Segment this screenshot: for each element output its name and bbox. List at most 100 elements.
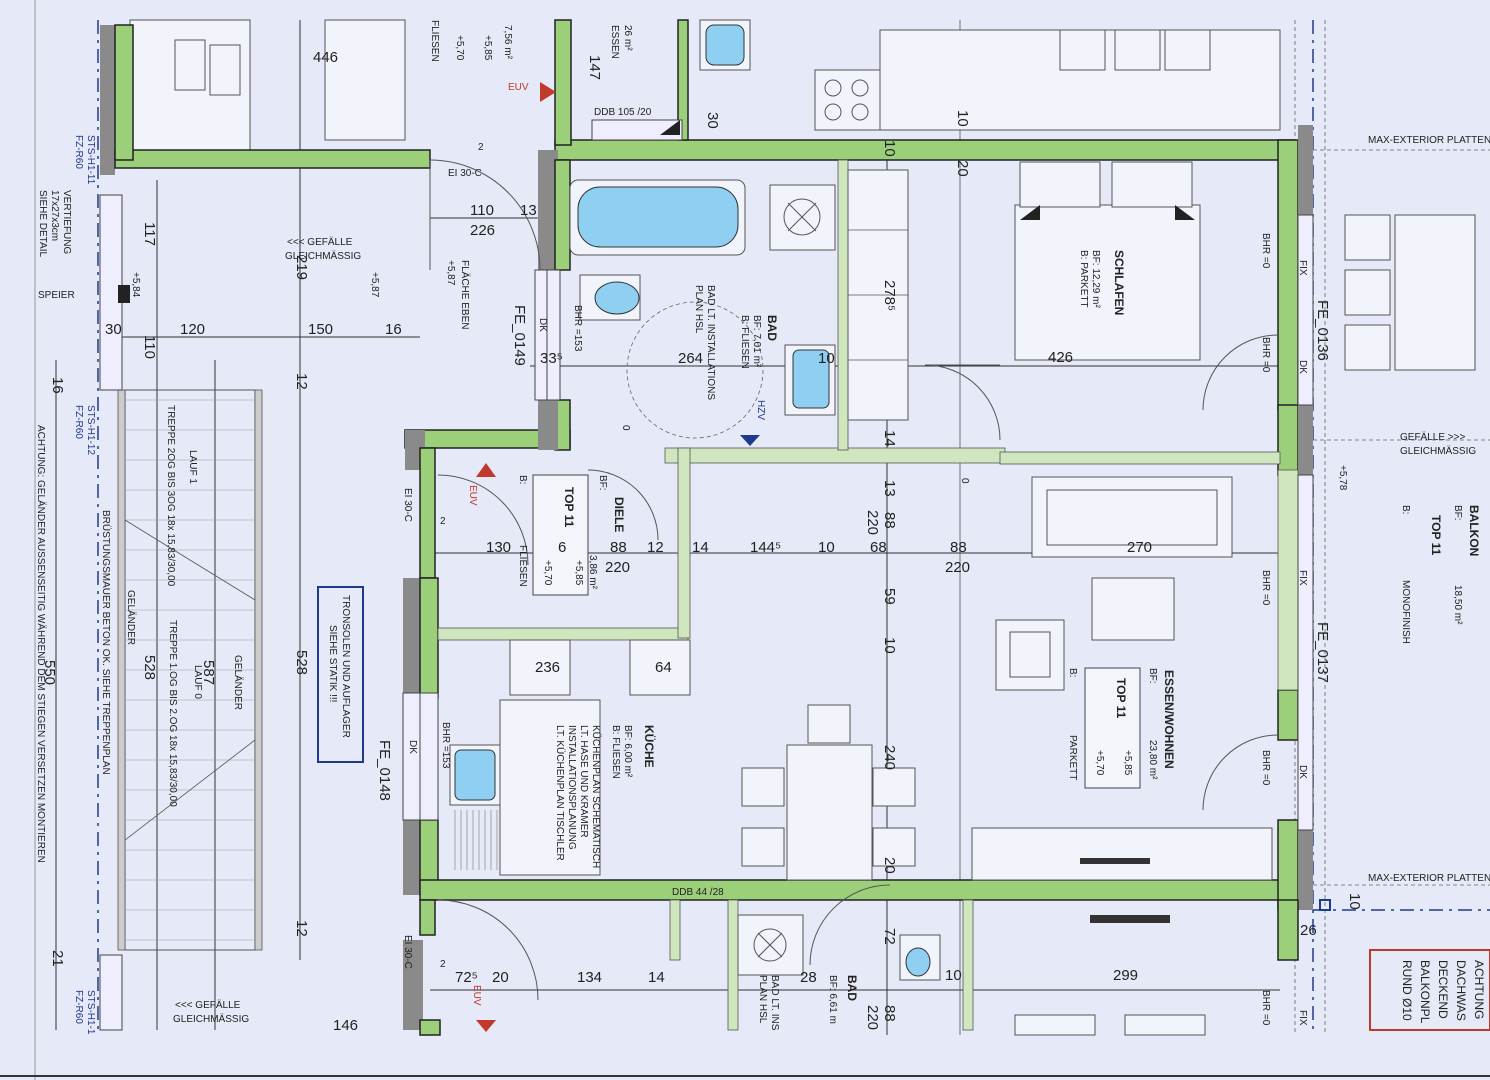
bhr-label: BHR =0	[1260, 233, 1271, 269]
lauf-label: LAUF 0	[192, 665, 203, 699]
staircase	[117, 389, 263, 951]
room-label-balkon: BALKON 18,50 m² BF: TOP 11 MONOFINISH B:	[1400, 505, 1481, 644]
lauf-label: LAUF 1	[187, 450, 198, 484]
dim-text: 2	[440, 516, 446, 527]
dim-text: 59	[881, 588, 898, 605]
room-name: SCHLAFEN	[1112, 250, 1126, 315]
vertiefung-label: 17x27x3cm	[49, 190, 60, 241]
dim-text: 240	[881, 745, 898, 770]
room-note: LT. KÜCHENPLAN TISCHLER	[554, 725, 566, 861]
vertiefung-label: VERTIEFUNG	[61, 190, 72, 254]
ei30-label: EI 30-C	[402, 488, 413, 522]
dim-text: 117	[141, 222, 158, 246]
bed	[1014, 161, 1201, 361]
area: 3,86 m²	[587, 555, 598, 590]
dim-text: 147	[586, 55, 603, 80]
room-label-bad2: BAD BF: 6,61 m BAD LT. INS PLAN HSL	[757, 975, 859, 1031]
dim-text: 220	[864, 1005, 881, 1030]
achtung-box-text: DECKEND	[1436, 960, 1450, 1019]
dim-text: 0	[620, 425, 631, 431]
max-exterior-label: MAX-EXTERIOR PLATTEN 8m	[1368, 873, 1490, 884]
dim-text: 30	[704, 112, 721, 129]
level-label: +5,85	[482, 35, 493, 61]
dim-text: 88	[950, 539, 967, 556]
dim-text: 16	[49, 377, 66, 394]
top-label: TOP 11	[1114, 678, 1128, 719]
room-label-bad: BAD BF: 7,01 m² B: FLIESEN BAD LT. INSTA…	[693, 285, 779, 400]
dk-label: DK	[1297, 360, 1308, 374]
dim-text: 134	[577, 969, 602, 986]
dim-text: 10	[881, 140, 898, 157]
dim-text: 10	[881, 637, 898, 654]
floor: PARKETT	[1067, 735, 1078, 780]
dim-text: 120	[180, 321, 205, 338]
dim-text: 299	[1113, 967, 1138, 984]
gefaelle-label: GLEICHMÄSSIG	[173, 1013, 249, 1025]
euv-label: EUV	[467, 485, 478, 506]
gefaelle-label: <<< GEFÄLLE	[287, 236, 353, 248]
bhr-label: BHR =0	[1260, 990, 1271, 1026]
flaeche-level: +5,87	[445, 260, 456, 286]
bruestung-label: BRÜSTUNGSMAUER BETON OK. SIEHE TREPPENPL…	[100, 510, 112, 775]
dim-text: 30	[105, 321, 122, 338]
room-floor: B: FLIESEN	[739, 315, 750, 369]
ddb-label: DDB 105 /20	[594, 107, 652, 118]
ddb-label: DDB 44 /28	[672, 887, 724, 898]
dim-text: 110	[141, 335, 158, 359]
dim-text: 278⁵	[881, 280, 898, 311]
hzv-label: HZV	[755, 400, 766, 420]
gefaelle-label: <<< GEFÄLLE	[175, 999, 241, 1011]
room-label-essen: ESSEN/WOHNEN 23,80 m² BF: TOP 11 +5,85 +…	[1067, 667, 1176, 789]
sts-label: STS-H1-11	[85, 135, 96, 185]
dim-text: 64	[655, 659, 672, 676]
dim-text: 220	[605, 559, 630, 576]
dim-text: 26	[1300, 922, 1317, 939]
bf-label: BF:	[597, 475, 608, 491]
floor: MONOFINISH	[1400, 580, 1411, 644]
dim-text: 110	[470, 202, 494, 219]
sts-label: FZ-R60	[73, 135, 84, 169]
dim-text: 33⁵	[540, 350, 563, 367]
dim-text: 219	[293, 255, 310, 280]
room-name-top: ESSEN	[609, 25, 620, 59]
achtung-box-text: DACHWAS	[1454, 960, 1468, 1021]
dk-label: DK	[407, 740, 418, 754]
treppe-label: TREPPE 2OG BIS 3OG 18x 15,83/30,00	[165, 405, 176, 587]
room-name: BAD	[765, 315, 779, 341]
level-label: +5,87	[369, 272, 380, 298]
speier-label: SPEIER	[38, 290, 75, 301]
window-frames	[99, 194, 1314, 1031]
level: +5,85	[1122, 750, 1133, 776]
bhr-label: BHR =0	[1260, 337, 1271, 373]
bf-label: BF:	[1147, 668, 1158, 684]
room-note: BAD LT. INS	[769, 975, 780, 1031]
top-label: TOP 11	[1429, 515, 1443, 556]
dim-text: 220	[864, 510, 881, 535]
dim-text: 14	[648, 969, 665, 986]
window-fe-0137: FE_0137	[1314, 622, 1331, 683]
dim-text: 72⁵	[455, 969, 478, 986]
room-area: BF: 7,01 m²	[751, 315, 762, 368]
room-name: BAD	[845, 975, 859, 1001]
level-label: +5,78	[1337, 465, 1348, 491]
dim-text: 72	[881, 928, 898, 945]
dim-text: 130	[486, 539, 511, 556]
dim-text: 264	[678, 350, 703, 367]
gefaelle-label: GLEICHMÄSSIG	[1400, 445, 1476, 457]
dim-text: 14	[881, 430, 898, 447]
ei30-label: EI 30-C	[448, 168, 482, 179]
dim-text: 10	[1346, 893, 1363, 910]
dim-text: 550	[41, 660, 58, 685]
b-label: B:	[517, 475, 528, 484]
treppe-label: TREPPE 1.OG BIS 2.OG 18x 15,83/30,00	[167, 620, 178, 807]
floor: FLIESEN	[517, 545, 528, 587]
fix-label: FIX	[1297, 570, 1308, 586]
lower-bath-fixtures	[737, 914, 1206, 1036]
sts-label: STS-H1-12	[85, 405, 96, 455]
room-note: PLAN HSL	[757, 975, 768, 1024]
dim-text: 12	[293, 920, 310, 937]
tronsolen-label: TRONSOLEN UND AUFLAGER	[340, 595, 351, 738]
area-label: 26 m²	[622, 25, 633, 51]
window-labels: FE_0136 FE_0137 FE_0148 FE_0149	[376, 300, 1331, 801]
